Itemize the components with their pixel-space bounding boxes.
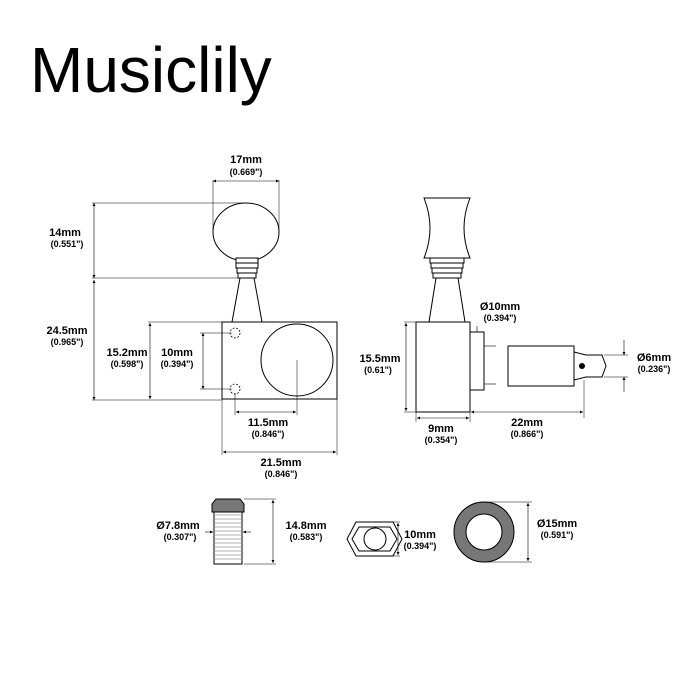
dim-side-depth-mm: 9mm bbox=[428, 423, 454, 435]
dim-housing-height-inch: (0.598") bbox=[111, 359, 144, 369]
brand-title: Musiclily bbox=[30, 34, 272, 106]
dim-washer-dia-mm: Ø15mm bbox=[537, 518, 578, 530]
string-hole bbox=[579, 363, 585, 369]
dim-post-dia-mm: Ø6mm bbox=[637, 352, 671, 364]
dim-button-height-inch: (0.551") bbox=[51, 239, 84, 249]
dim-side-height-inch: (0.61") bbox=[364, 365, 392, 375]
dim-side-height-mm: 15.5mm bbox=[360, 353, 401, 365]
dim-button-height-mm: 14mm bbox=[49, 227, 81, 239]
dim-button-width-mm: 17mm bbox=[230, 154, 262, 166]
dim-ferrule-height-inch: (0.583") bbox=[290, 532, 323, 542]
side-button bbox=[423, 197, 471, 259]
dim-hole-offset-mm: 11.5mm bbox=[248, 417, 289, 429]
ferrule-part: Ø7.8mm (0.307") 14.8mm (0.583") bbox=[156, 498, 327, 565]
dim-bushing-dia-inch: (0.394") bbox=[484, 313, 517, 323]
dim-housing-height-mm: 15.2mm bbox=[107, 347, 148, 359]
dim-button-width-inch: (0.669") bbox=[230, 167, 263, 177]
dim-post-length-inch: (0.866") bbox=[511, 429, 544, 439]
dim-overall-height-inch: (0.965") bbox=[51, 337, 84, 347]
dim-housing-width-inch: (0.846") bbox=[265, 469, 298, 479]
dim-hole-offset-inch: (0.846") bbox=[252, 429, 285, 439]
washer-part: Ø15mm (0.591") bbox=[453, 501, 578, 563]
dim-nut-size-inch: (0.394") bbox=[404, 541, 437, 551]
dim-washer-dia-inch: (0.591") bbox=[541, 530, 574, 540]
front-view: 17mm (0.669") 14mm (0.551") 24.5mm (0.96… bbox=[47, 154, 338, 479]
ferrule-cap bbox=[211, 498, 245, 513]
dim-ferrule-height-mm: 14.8mm bbox=[286, 520, 327, 532]
hex-nut-hole bbox=[363, 527, 387, 551]
side-shaft bbox=[428, 277, 466, 323]
hex-nut-part: 10mm (0.394") bbox=[346, 521, 437, 557]
dim-nut-size-mm: 10mm bbox=[404, 529, 436, 541]
dim-housing-width-mm: 21.5mm bbox=[261, 457, 302, 469]
post-tip bbox=[573, 351, 607, 381]
side-bushing bbox=[469, 331, 485, 391]
dim-ferrule-dia-inch: (0.307") bbox=[164, 532, 197, 542]
ferrule-body bbox=[213, 511, 243, 565]
dim-screw-spacing-inch: (0.394") bbox=[161, 359, 194, 369]
dim-overall-height-mm: 24.5mm bbox=[47, 325, 88, 337]
dim-side-depth-inch: (0.354") bbox=[425, 435, 458, 445]
button-collar bbox=[235, 257, 259, 279]
side-collar bbox=[429, 257, 465, 279]
dim-ferrule-dia-mm: Ø7.8mm bbox=[156, 520, 200, 532]
ferrule-knurl bbox=[214, 514, 242, 560]
tuner-button bbox=[212, 202, 280, 262]
dim-screw-spacing-mm: 10mm bbox=[161, 347, 193, 359]
tuner-shaft bbox=[231, 277, 263, 323]
side-housing bbox=[415, 321, 471, 413]
dim-post-length-mm: 22mm bbox=[511, 417, 543, 429]
dim-bushing-dia-mm: Ø10mm bbox=[480, 301, 521, 313]
dim-post-dia-inch: (0.236") bbox=[638, 364, 671, 374]
string-post bbox=[507, 345, 575, 387]
side-view: Ø10mm (0.394") 15.5mm (0.61") Ø6mm (0.23… bbox=[360, 197, 671, 445]
washer-hole bbox=[465, 513, 503, 551]
